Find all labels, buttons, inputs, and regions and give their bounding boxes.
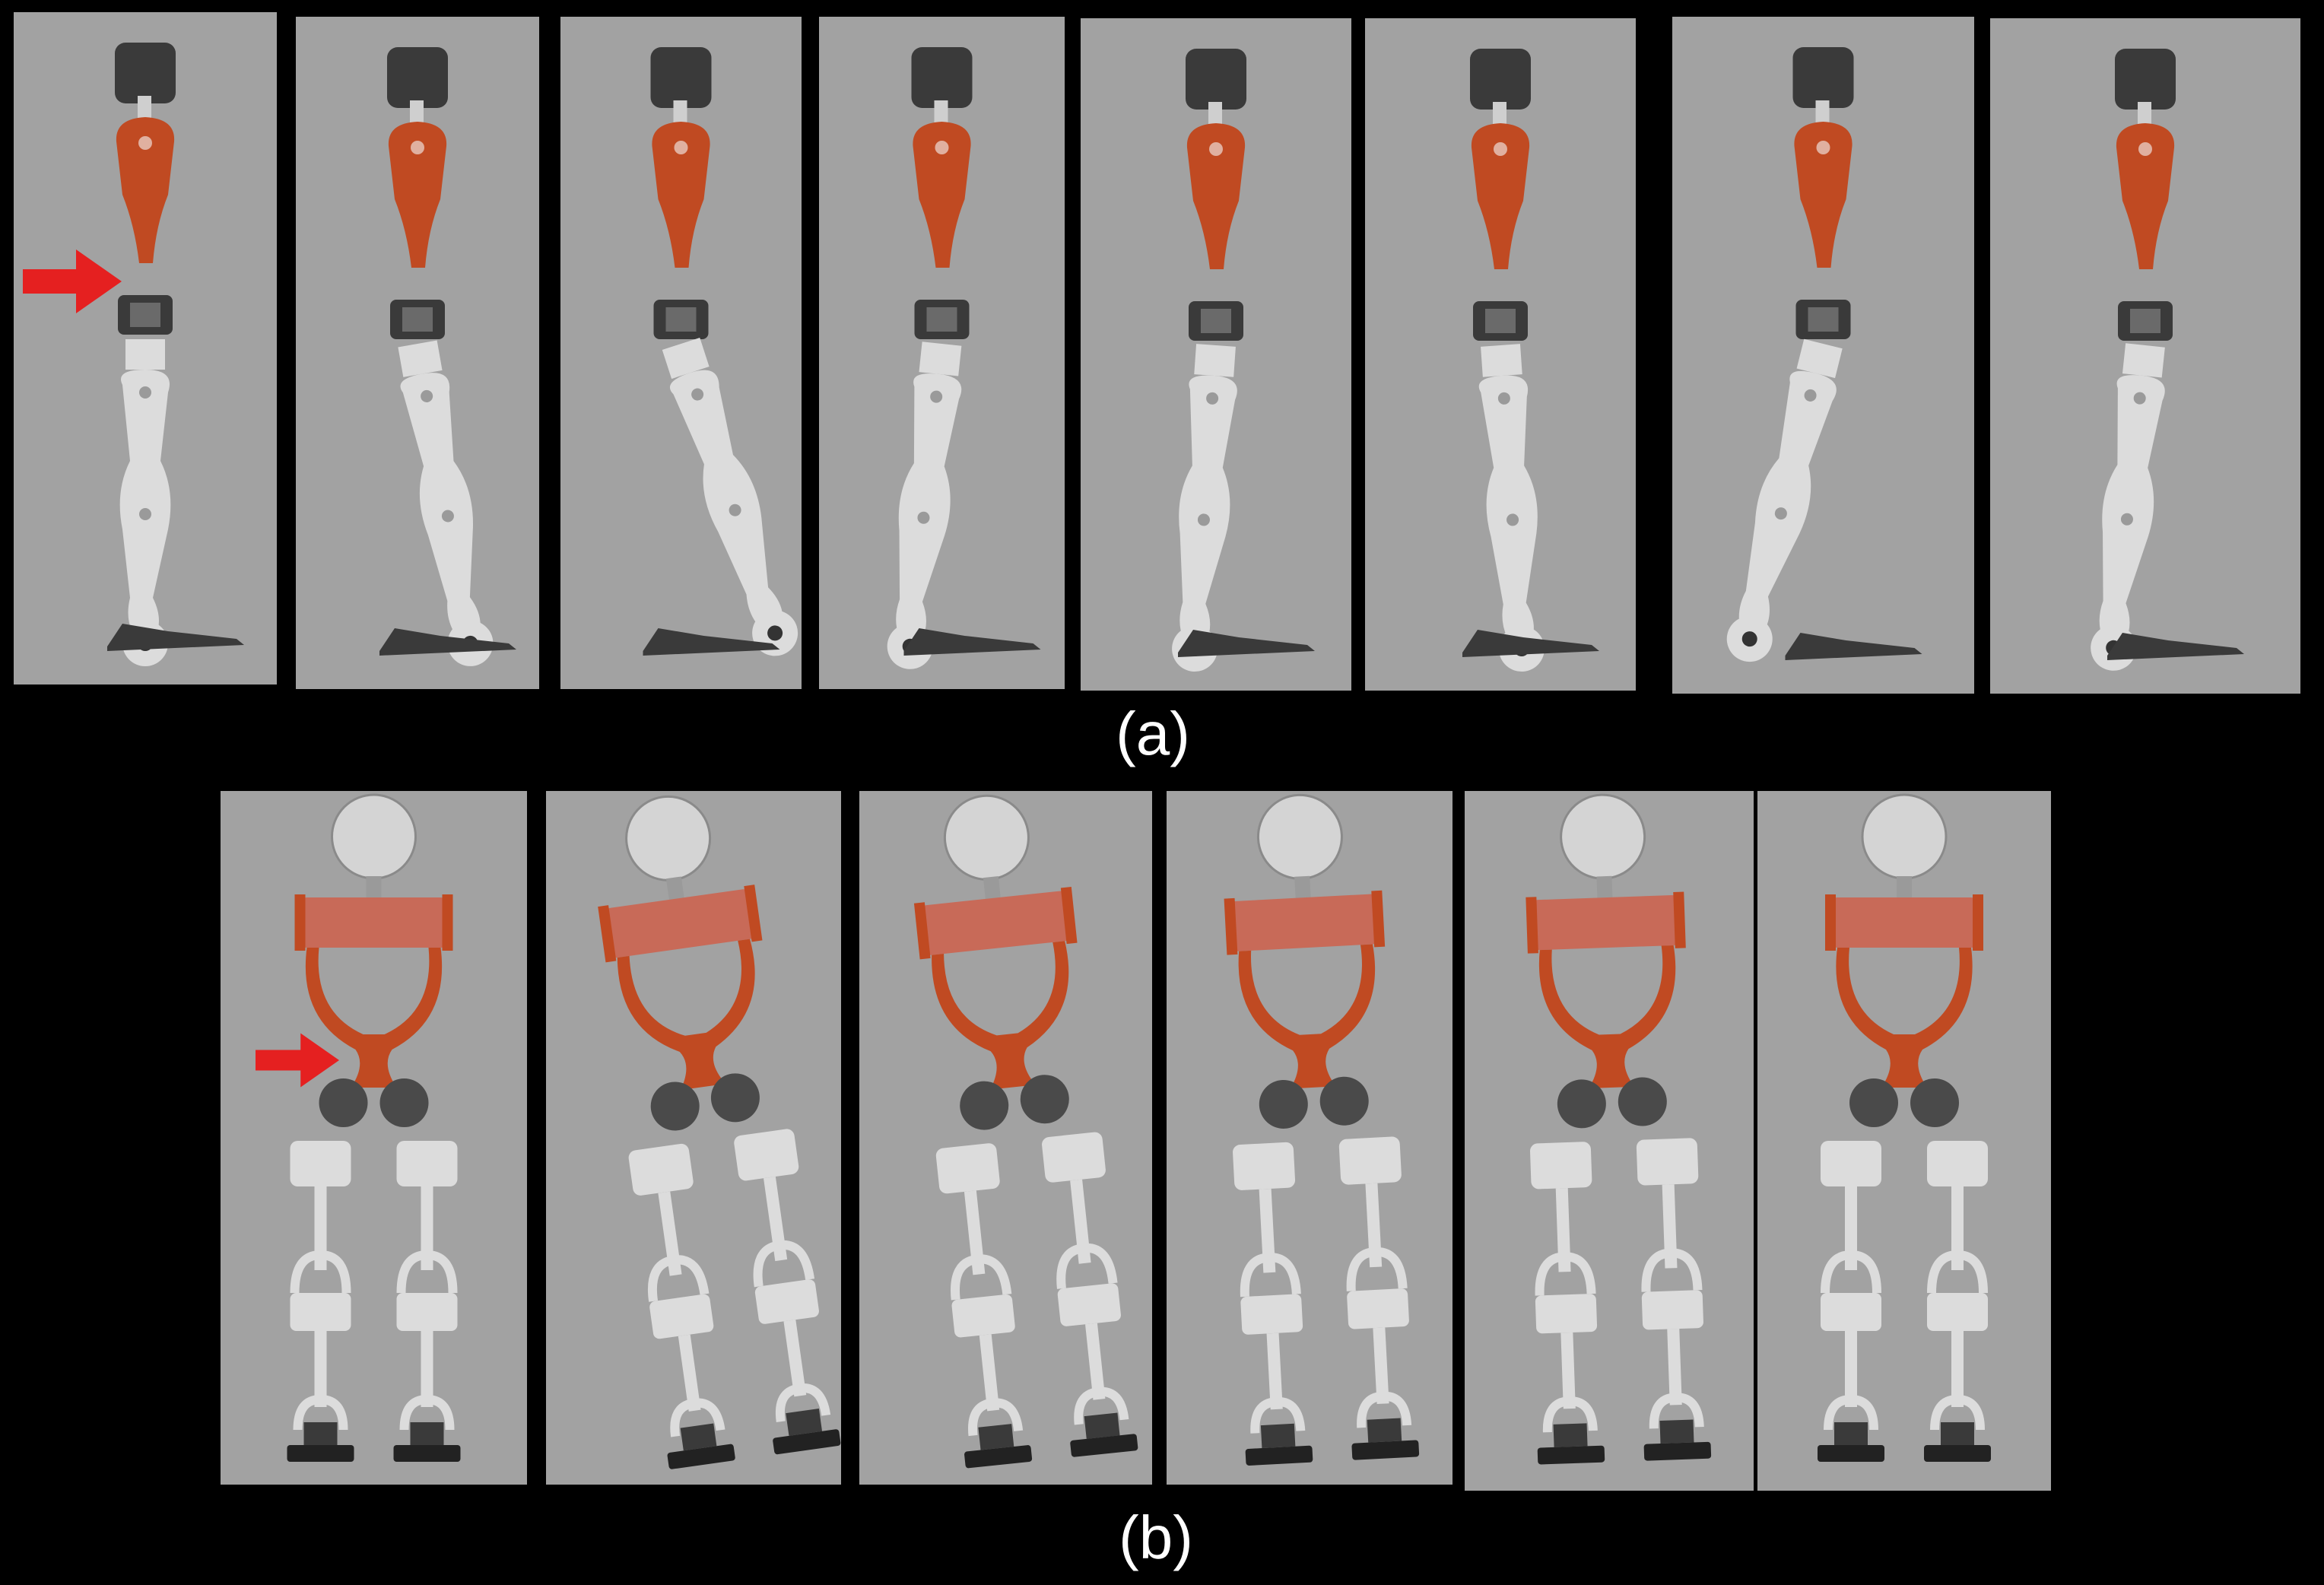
- leg-mechanism-side: [107, 43, 244, 666]
- biped-mechanism-front: [913, 794, 1138, 1469]
- leg-mechanism-side: [1462, 49, 1599, 672]
- leg-mechanism-side: [887, 47, 1041, 669]
- biped-mechanism-front: [1526, 793, 1712, 1465]
- leg-mechanism-side: [379, 47, 516, 666]
- frame-illustration: [598, 795, 841, 1469]
- red-arrow-right-icon: [23, 249, 122, 313]
- frame-illustration: [1526, 793, 1712, 1465]
- caption-b: (b): [1119, 1504, 1193, 1571]
- panel-b-frame-6: [1757, 791, 2051, 1491]
- panel-a-frame-3: [560, 17, 802, 689]
- leg-mechanism-side: [1172, 49, 1315, 672]
- frame-illustration: [287, 793, 461, 1462]
- panel-a-frame-4: [819, 17, 1065, 689]
- leg-mechanism-side: [2091, 49, 2244, 671]
- panel-b-frame-1: [221, 791, 527, 1485]
- frame-illustration: [1726, 47, 1922, 662]
- biped-mechanism-front: [287, 793, 461, 1462]
- frame-illustration: [1818, 793, 1991, 1462]
- biped-mechanism-front: [1224, 793, 1420, 1466]
- panel-a-frame-5: [1081, 18, 1351, 691]
- leg-mechanism-side: [643, 47, 798, 656]
- biped-mechanism-front: [1818, 793, 1991, 1462]
- frame-illustration: [2091, 49, 2244, 671]
- panel-a-frame-6: [1365, 18, 1636, 691]
- frame-illustration: [1224, 793, 1420, 1466]
- panel-a-frame-2: [296, 17, 539, 689]
- panel-a-frame-7: [1672, 17, 1974, 694]
- panel-b-frame-3: [859, 791, 1152, 1485]
- red-arrow-right-icon: [256, 1033, 339, 1088]
- frame-illustration: [643, 47, 798, 656]
- frame-illustration: [1172, 49, 1315, 672]
- panel-b-frame-4: [1167, 791, 1452, 1485]
- panel-b-frame-2: [546, 791, 841, 1485]
- caption-a: (a): [1116, 700, 1190, 767]
- frame-illustration: [379, 47, 516, 666]
- panel-a-frame-1: [14, 12, 277, 685]
- leg-mechanism-side: [1726, 47, 1922, 662]
- frame-illustration: [1462, 49, 1599, 672]
- frame-illustration: [913, 794, 1138, 1469]
- biped-mechanism-front: [598, 795, 841, 1469]
- frame-illustration: [887, 47, 1041, 669]
- panel-b-frame-5: [1465, 791, 1754, 1491]
- panel-a-frame-8: [1990, 18, 2300, 694]
- frame-illustration: [107, 43, 244, 666]
